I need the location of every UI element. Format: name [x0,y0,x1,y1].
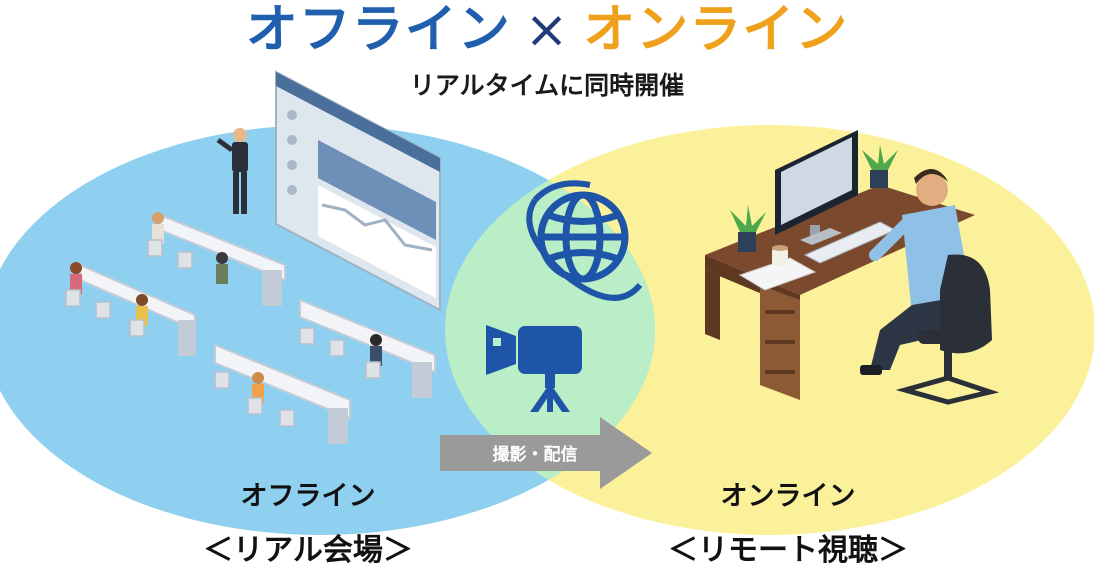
broadcast-arrow [440,417,652,489]
offline-venue: ＜リアル会場＞ [203,533,413,568]
title-cross: × [524,0,570,60]
globe-icon [526,180,643,301]
title-offline: オフライン [245,0,511,60]
presenter-figure [216,128,248,214]
desk-legs [178,270,432,444]
chairs [65,239,381,427]
offline-label-group: オフライン ＜リアル会場＞ [188,474,428,569]
offline-label: オフライン [240,481,376,512]
presentation-screen [275,70,441,312]
coffee-cup [772,245,788,266]
office-chair [895,254,1000,405]
online-label: オンライン [720,481,856,512]
title-online: オンライン [583,0,849,60]
seminar-desks [79,213,436,420]
main-title: オフライン×オンライン [0,0,1094,62]
online-label-group: オンライン ＜リモート視聴＞ [648,474,928,569]
online-venue: ＜リモート視聴＞ [668,533,908,568]
arrow-label: 撮影・配信 [492,445,578,465]
desktop-monitor [775,130,858,245]
video-camera-icon [486,325,582,412]
potted-plant [730,145,898,252]
subtitle: リアルタイムに同時開催 [409,71,685,100]
